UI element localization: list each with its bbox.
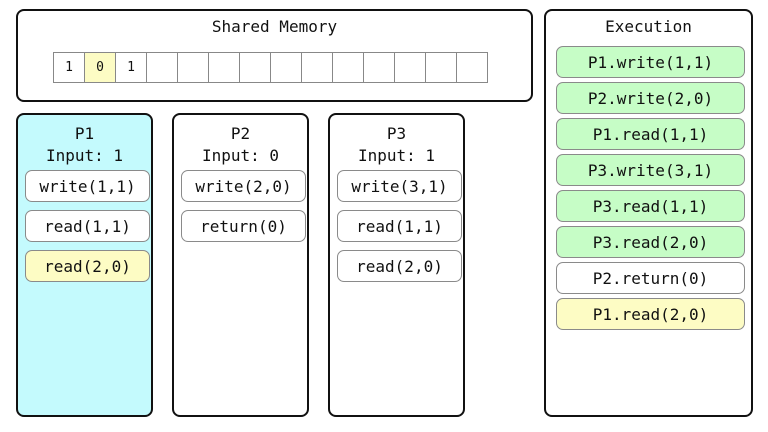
memory-cell bbox=[239, 52, 271, 83]
process-panel-p1: P1 Input: 1 write(1,1) read(1,1) read(2,0) bbox=[16, 113, 153, 417]
memory-cell bbox=[456, 52, 488, 83]
execution-panel: Execution P1.write(1,1) P2.write(2,0) P1.r… bbox=[544, 9, 753, 417]
operation-item[interactable]: read(2,0) bbox=[25, 250, 150, 282]
memory-cell bbox=[394, 52, 426, 83]
operation-item[interactable]: write(3,1) bbox=[337, 170, 462, 202]
execution-list: P1.write(1,1) P2.write(2,0) P1.read(1,1) P3… bbox=[556, 46, 745, 334]
shared-memory-title: Shared Memory bbox=[211, 17, 338, 36]
operation-item[interactable]: read(1,1) bbox=[337, 210, 462, 242]
operation-item[interactable]: write(1,1) bbox=[25, 170, 150, 202]
memory-cell bbox=[208, 52, 240, 83]
operation-list: write(1,1) read(1,1) read(2,0) bbox=[25, 170, 150, 290]
memory-cell: 0 bbox=[84, 52, 116, 83]
memory-cell bbox=[301, 52, 333, 83]
operation-item[interactable]: read(1,1) bbox=[25, 210, 150, 242]
process-name: P1 bbox=[74, 124, 95, 143]
process-input: Input: 1 bbox=[357, 146, 436, 165]
memory-cell bbox=[270, 52, 302, 83]
memory-cell: 1 bbox=[115, 52, 147, 83]
memory-cell bbox=[425, 52, 457, 83]
memory-cell bbox=[332, 52, 364, 83]
operation-item[interactable]: read(2,0) bbox=[337, 250, 462, 282]
execution-step[interactable]: P3.write(3,1) bbox=[556, 154, 745, 186]
operation-item[interactable]: write(2,0) bbox=[181, 170, 306, 202]
execution-step[interactable]: P1.write(1,1) bbox=[556, 46, 745, 78]
execution-step[interactable]: P1.read(1,1) bbox=[556, 118, 745, 150]
memory-cell: 1 bbox=[53, 52, 85, 83]
memory-cell bbox=[146, 52, 178, 83]
operation-item[interactable]: return(0) bbox=[181, 210, 306, 242]
process-panel-p3: P3 Input: 1 write(3,1) read(1,1) read(2,0) bbox=[328, 113, 465, 417]
process-name: P3 bbox=[386, 124, 407, 143]
operation-list: write(3,1) read(1,1) read(2,0) bbox=[337, 170, 462, 290]
process-panel-p2: P2 Input: 0 write(2,0) return(0) bbox=[172, 113, 309, 417]
execution-step[interactable]: P2.return(0) bbox=[556, 262, 745, 294]
execution-step[interactable]: P1.read(2,0) bbox=[556, 298, 745, 330]
process-name: P2 bbox=[230, 124, 251, 143]
memory-cell bbox=[177, 52, 209, 83]
process-input: Input: 0 bbox=[201, 146, 280, 165]
process-input: Input: 1 bbox=[45, 146, 124, 165]
execution-step[interactable]: P3.read(1,1) bbox=[556, 190, 745, 222]
execution-title: Execution bbox=[605, 17, 692, 36]
execution-step[interactable]: P3.read(2,0) bbox=[556, 226, 745, 258]
execution-step[interactable]: P2.write(2,0) bbox=[556, 82, 745, 114]
operation-list: write(2,0) return(0) bbox=[181, 170, 306, 250]
memory-cell bbox=[363, 52, 395, 83]
